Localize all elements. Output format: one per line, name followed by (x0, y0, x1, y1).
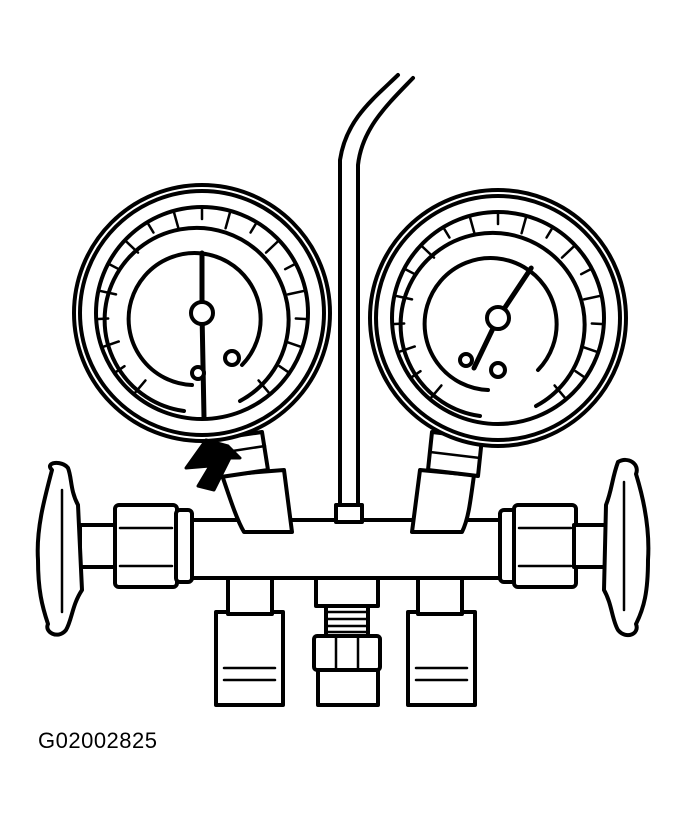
gauge-tick (468, 214, 476, 235)
gauge-tick (553, 384, 568, 401)
gauge-tick (579, 267, 594, 276)
gauge-tick (574, 369, 587, 380)
gauge-tick (132, 379, 147, 396)
gauge-tick (257, 379, 272, 396)
callout-arrow (184, 438, 242, 492)
left-valve-assembly (35, 461, 194, 637)
right-gauge (368, 188, 628, 448)
gauge-tick (145, 220, 155, 234)
gauge-tick (560, 244, 577, 259)
gauge-tick (224, 209, 232, 230)
left-gauge (72, 183, 332, 443)
gauge-tick (441, 225, 451, 239)
gauge-tick (106, 262, 121, 271)
gauge-tick (582, 294, 603, 301)
right-valve-assembly (498, 457, 651, 638)
gauge-tick (264, 239, 281, 254)
gauge-tick (100, 340, 120, 349)
gauge-tick (284, 340, 304, 349)
gauge-tick (590, 322, 606, 326)
gauge-tick (580, 345, 600, 354)
gauge-tick (428, 384, 443, 401)
gauge-tick (402, 267, 417, 276)
gauge-tick (283, 262, 298, 271)
gauge-tick (294, 317, 310, 321)
gauge-tick (396, 345, 416, 354)
gauge-tick (520, 214, 528, 235)
gauge-tick (278, 364, 291, 375)
gauge-tick (172, 209, 180, 230)
manifold-body (188, 468, 507, 580)
gauge-tick (286, 289, 307, 296)
center-hose (338, 73, 415, 507)
figure-id-label: G02002825 (38, 728, 158, 753)
gauge-tick (545, 225, 555, 239)
threaded-center-port (312, 604, 382, 672)
gauge-tick (249, 220, 259, 234)
